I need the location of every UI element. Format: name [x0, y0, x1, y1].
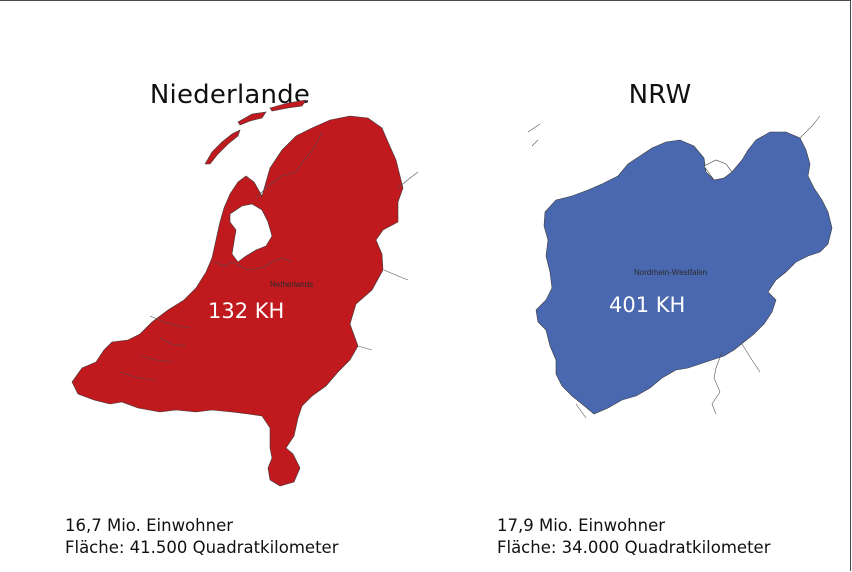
netherlands-area: Fläche: 41.500 Quadratkilometer [65, 538, 339, 557]
netherlands-islands [204, 99, 307, 165]
nrw-title: NRW [628, 80, 692, 110]
netherlands-population: 16,7 Mio. Einwohner [65, 516, 234, 535]
netherlands-map-label: Netherlands [270, 280, 313, 289]
netherlands-shape [71, 115, 404, 487]
nrw-map-label: Nordrhein-Westfalen [634, 268, 707, 277]
nrw-map: Nordrhein-Westfalen 401 KH [527, 115, 833, 419]
netherlands-stats: 16,7 Mio. Einwohner Fläche: 41.500 Quadr… [65, 515, 339, 559]
nrw-notch [703, 159, 733, 181]
nrw-outer-borders [527, 115, 821, 419]
netherlands-map: Netherlands 132 KH [71, 99, 419, 487]
nrw-population: 17,9 Mio. Einwohner [497, 516, 666, 535]
nrw-stats: 17,9 Mio. Einwohner Fläche: 34.000 Quadr… [497, 515, 771, 559]
nrw-value: 401 KH [609, 293, 685, 317]
nrw-area: Fläche: 34.000 Quadratkilometer [497, 538, 771, 557]
netherlands-value: 132 KH [208, 299, 284, 323]
nrw-shape [535, 131, 833, 415]
netherlands-borders [119, 131, 323, 381]
netherlands-outer-borders [357, 171, 419, 351]
ijsselmeer [229, 203, 273, 263]
